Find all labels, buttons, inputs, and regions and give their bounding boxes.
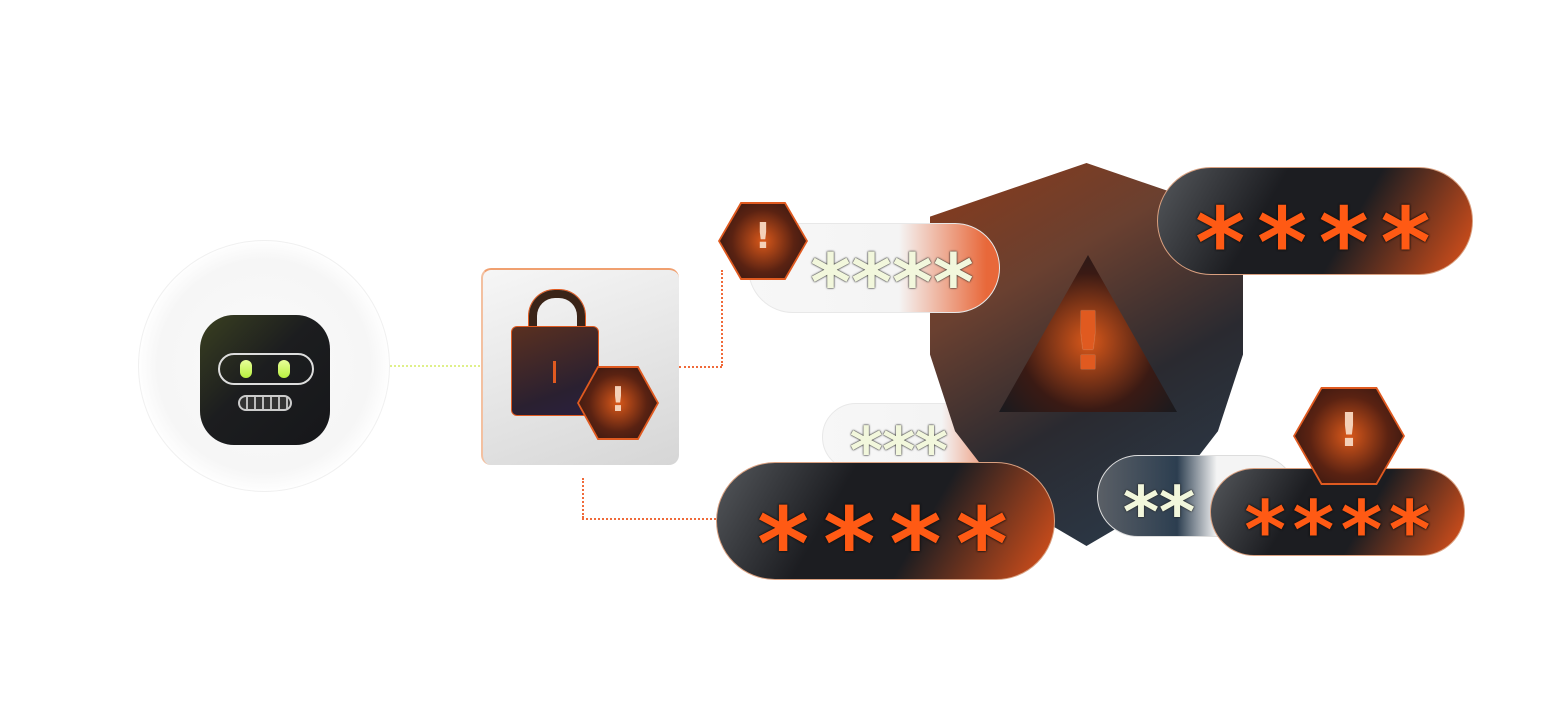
lock-card: ! [481, 268, 679, 465]
password-field-dark-bottom: **** [716, 462, 1055, 580]
keyhole [553, 361, 556, 383]
robot-mouth [238, 395, 292, 411]
warning-hexagon-icon: ! [577, 366, 659, 440]
robot-visor [218, 353, 314, 385]
connector-bottom [582, 518, 716, 520]
connector-lock-right [679, 366, 722, 368]
connector-down [582, 478, 584, 518]
warning-hexagon-icon: ! [718, 202, 808, 280]
password-field-dark-top: **** [1157, 167, 1473, 275]
robot-eye-right [278, 360, 290, 378]
lock-shackle [529, 290, 585, 348]
connector-robot-lock [390, 365, 480, 367]
robot-icon [200, 315, 330, 445]
robot-eye-left [240, 360, 252, 378]
connector-up [721, 270, 723, 366]
